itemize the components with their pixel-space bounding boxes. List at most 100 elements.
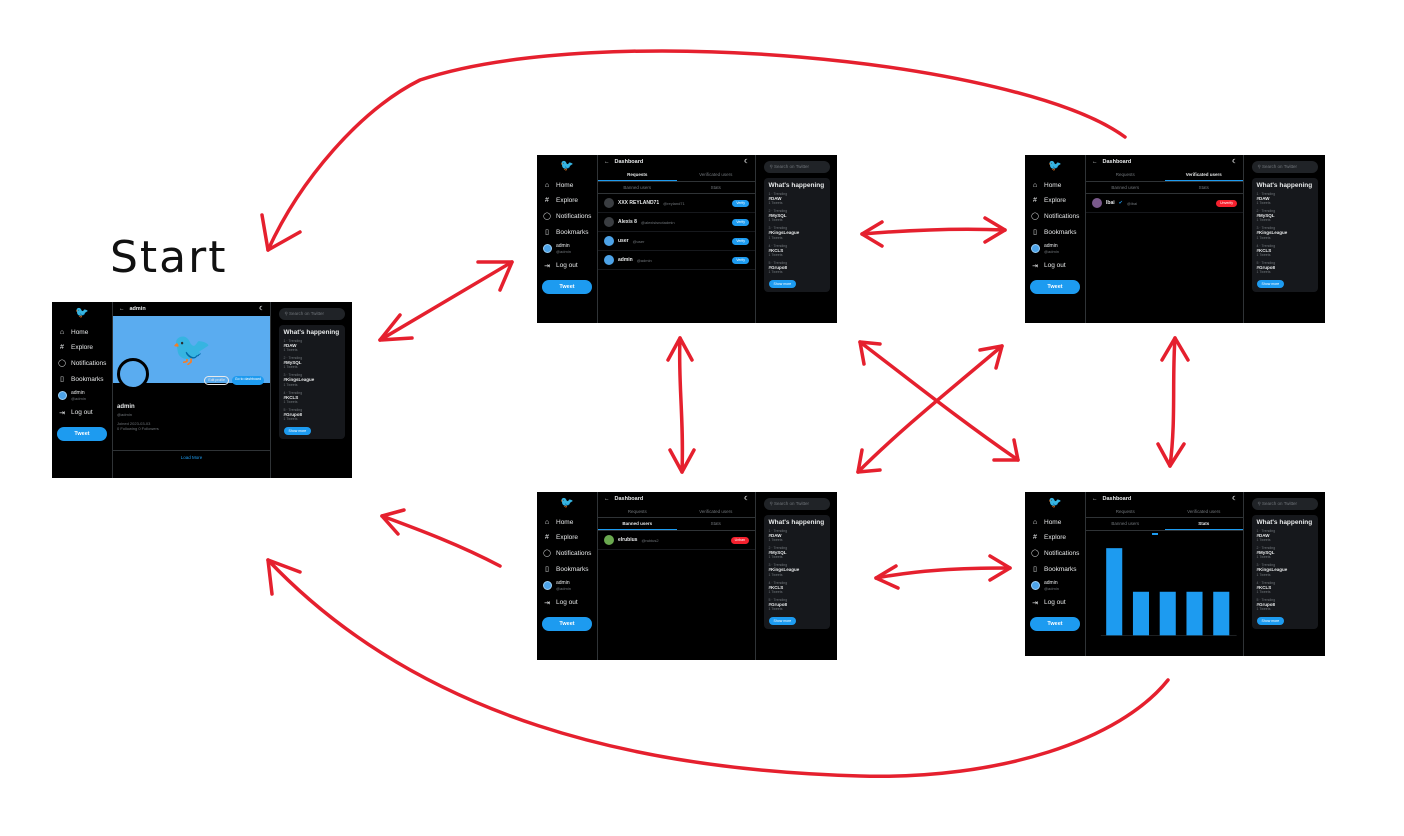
- show-more-button[interactable]: Show more: [1256, 617, 1285, 626]
- tab-stats[interactable]: Stats: [1164, 518, 1243, 530]
- nav-home[interactable]: ⌂Home: [544, 519, 574, 526]
- show-more-button[interactable]: Show more: [283, 427, 312, 436]
- nav-notifications[interactable]: ◯Notifications: [543, 212, 592, 221]
- tab-stats[interactable]: Stats: [1198, 185, 1209, 190]
- sidebar-profile[interactable]: admin@admin: [1025, 577, 1085, 595]
- search-input[interactable]: ⚲ Search on Twitter: [1251, 498, 1318, 510]
- moon-icon[interactable]: ☾: [1232, 496, 1237, 502]
- back-arrow-icon[interactable]: ←: [119, 306, 125, 312]
- nav-explore[interactable]: #Explore: [537, 193, 597, 208]
- tab-requests[interactable]: Requests: [1115, 509, 1135, 514]
- moon-icon[interactable]: ☾: [744, 159, 749, 165]
- nav-notifications[interactable]: ◯Notifications: [543, 549, 592, 558]
- nav-home[interactable]: ⌂Home: [1032, 182, 1062, 189]
- back-arrow-icon[interactable]: ←: [604, 159, 610, 165]
- nav-notifications[interactable]: ◯Notifications: [1031, 212, 1080, 221]
- moon-icon[interactable]: ☾: [744, 496, 749, 502]
- nav-explore[interactable]: #Explore: [52, 340, 112, 355]
- tweet-button[interactable]: Tweet: [541, 279, 593, 294]
- nav-bookmarks[interactable]: ▯Bookmarks: [537, 561, 597, 577]
- nav-logout[interactable]: ⇥Log out: [1032, 599, 1066, 607]
- tweet-button[interactable]: Tweet: [1029, 279, 1081, 294]
- tab-verified[interactable]: Verificated users: [699, 172, 733, 177]
- back-arrow-icon[interactable]: ←: [1092, 159, 1098, 165]
- nav-explore[interactable]: #Explore: [537, 530, 597, 545]
- search-input[interactable]: ⚲ Search on Twitter: [763, 498, 830, 510]
- show-more-button[interactable]: Show more: [1256, 280, 1285, 289]
- search-input[interactable]: ⚲ Search on Twitter: [278, 308, 345, 320]
- tab-requests[interactable]: Requests: [1115, 172, 1135, 177]
- load-more-link[interactable]: Load More: [113, 449, 270, 460]
- moon-icon[interactable]: ☾: [1232, 159, 1237, 165]
- tab-requests[interactable]: Requests: [598, 169, 677, 181]
- nav-bookmarks[interactable]: ▯Bookmarks: [1025, 561, 1085, 577]
- tab-verified[interactable]: Verificated users: [1187, 509, 1221, 514]
- nav-notifications[interactable]: ◯Notifications: [1031, 549, 1080, 558]
- sidebar-profile[interactable]: admin@admin: [52, 387, 112, 405]
- nav-explore[interactable]: #Explore: [1025, 193, 1085, 208]
- nav-home[interactable]: ⌂Home: [544, 182, 574, 189]
- verify-button[interactable]: Verify: [732, 199, 749, 207]
- tab-verified[interactable]: Verificated users: [699, 509, 733, 514]
- nav-logout[interactable]: ⇥Log out: [59, 409, 93, 417]
- tab-banned[interactable]: Banned users: [1111, 185, 1140, 190]
- tab-banned[interactable]: Banned users: [598, 518, 677, 530]
- tweet-button[interactable]: Tweet: [541, 616, 593, 631]
- go-dashboard-button[interactable]: Go to dashboard: [231, 375, 264, 385]
- verify-button[interactable]: Verify: [732, 256, 749, 264]
- nav-home[interactable]: ⌂Home: [1032, 519, 1062, 526]
- tab-verified[interactable]: Verificated users: [1164, 169, 1243, 181]
- tweet-button[interactable]: Tweet: [1029, 616, 1081, 631]
- back-arrow-icon[interactable]: ←: [1092, 496, 1098, 502]
- moon-icon[interactable]: ☾: [259, 306, 264, 312]
- verify-button[interactable]: Verify: [732, 218, 749, 226]
- sidebar-profile[interactable]: admin@admin: [537, 240, 597, 258]
- tab-banned[interactable]: Banned users: [623, 185, 652, 190]
- search-input[interactable]: ⚲ Search on Twitter: [1251, 161, 1318, 173]
- nav-home[interactable]: ⌂Home: [59, 329, 89, 336]
- verify-button[interactable]: Verify: [732, 237, 749, 245]
- back-arrow-icon[interactable]: ←: [604, 496, 610, 502]
- sidebar-profile[interactable]: admin@admin: [1025, 240, 1085, 258]
- show-more-button[interactable]: Show more: [768, 617, 797, 626]
- tab-banned[interactable]: Banned users: [1111, 521, 1140, 526]
- tab-stats[interactable]: Stats: [710, 185, 721, 190]
- nav-logout[interactable]: ⇥Log out: [544, 262, 578, 270]
- nav-bookmarks[interactable]: ▯Bookmarks: [537, 224, 597, 240]
- nav-bookmarks[interactable]: ▯Bookmarks: [1025, 224, 1085, 240]
- sidebar-profile[interactable]: admin@admin: [537, 577, 597, 595]
- search-input[interactable]: ⚲ Search on Twitter: [763, 161, 830, 173]
- show-more-button[interactable]: Show more: [768, 280, 797, 289]
- nav-bookmarks[interactable]: ▯Bookmarks: [52, 371, 112, 387]
- nav-logout[interactable]: ⇥Log out: [544, 599, 578, 607]
- nav-logout[interactable]: ⇥Log out: [1032, 262, 1066, 270]
- unban-button[interactable]: Unban: [730, 536, 749, 544]
- tab-stats[interactable]: Stats: [710, 521, 721, 526]
- unverify-button[interactable]: Unverify: [1216, 199, 1237, 207]
- edit-profile-button[interactable]: Edit profile: [204, 375, 229, 385]
- tweet-button[interactable]: Tweet: [56, 426, 108, 441]
